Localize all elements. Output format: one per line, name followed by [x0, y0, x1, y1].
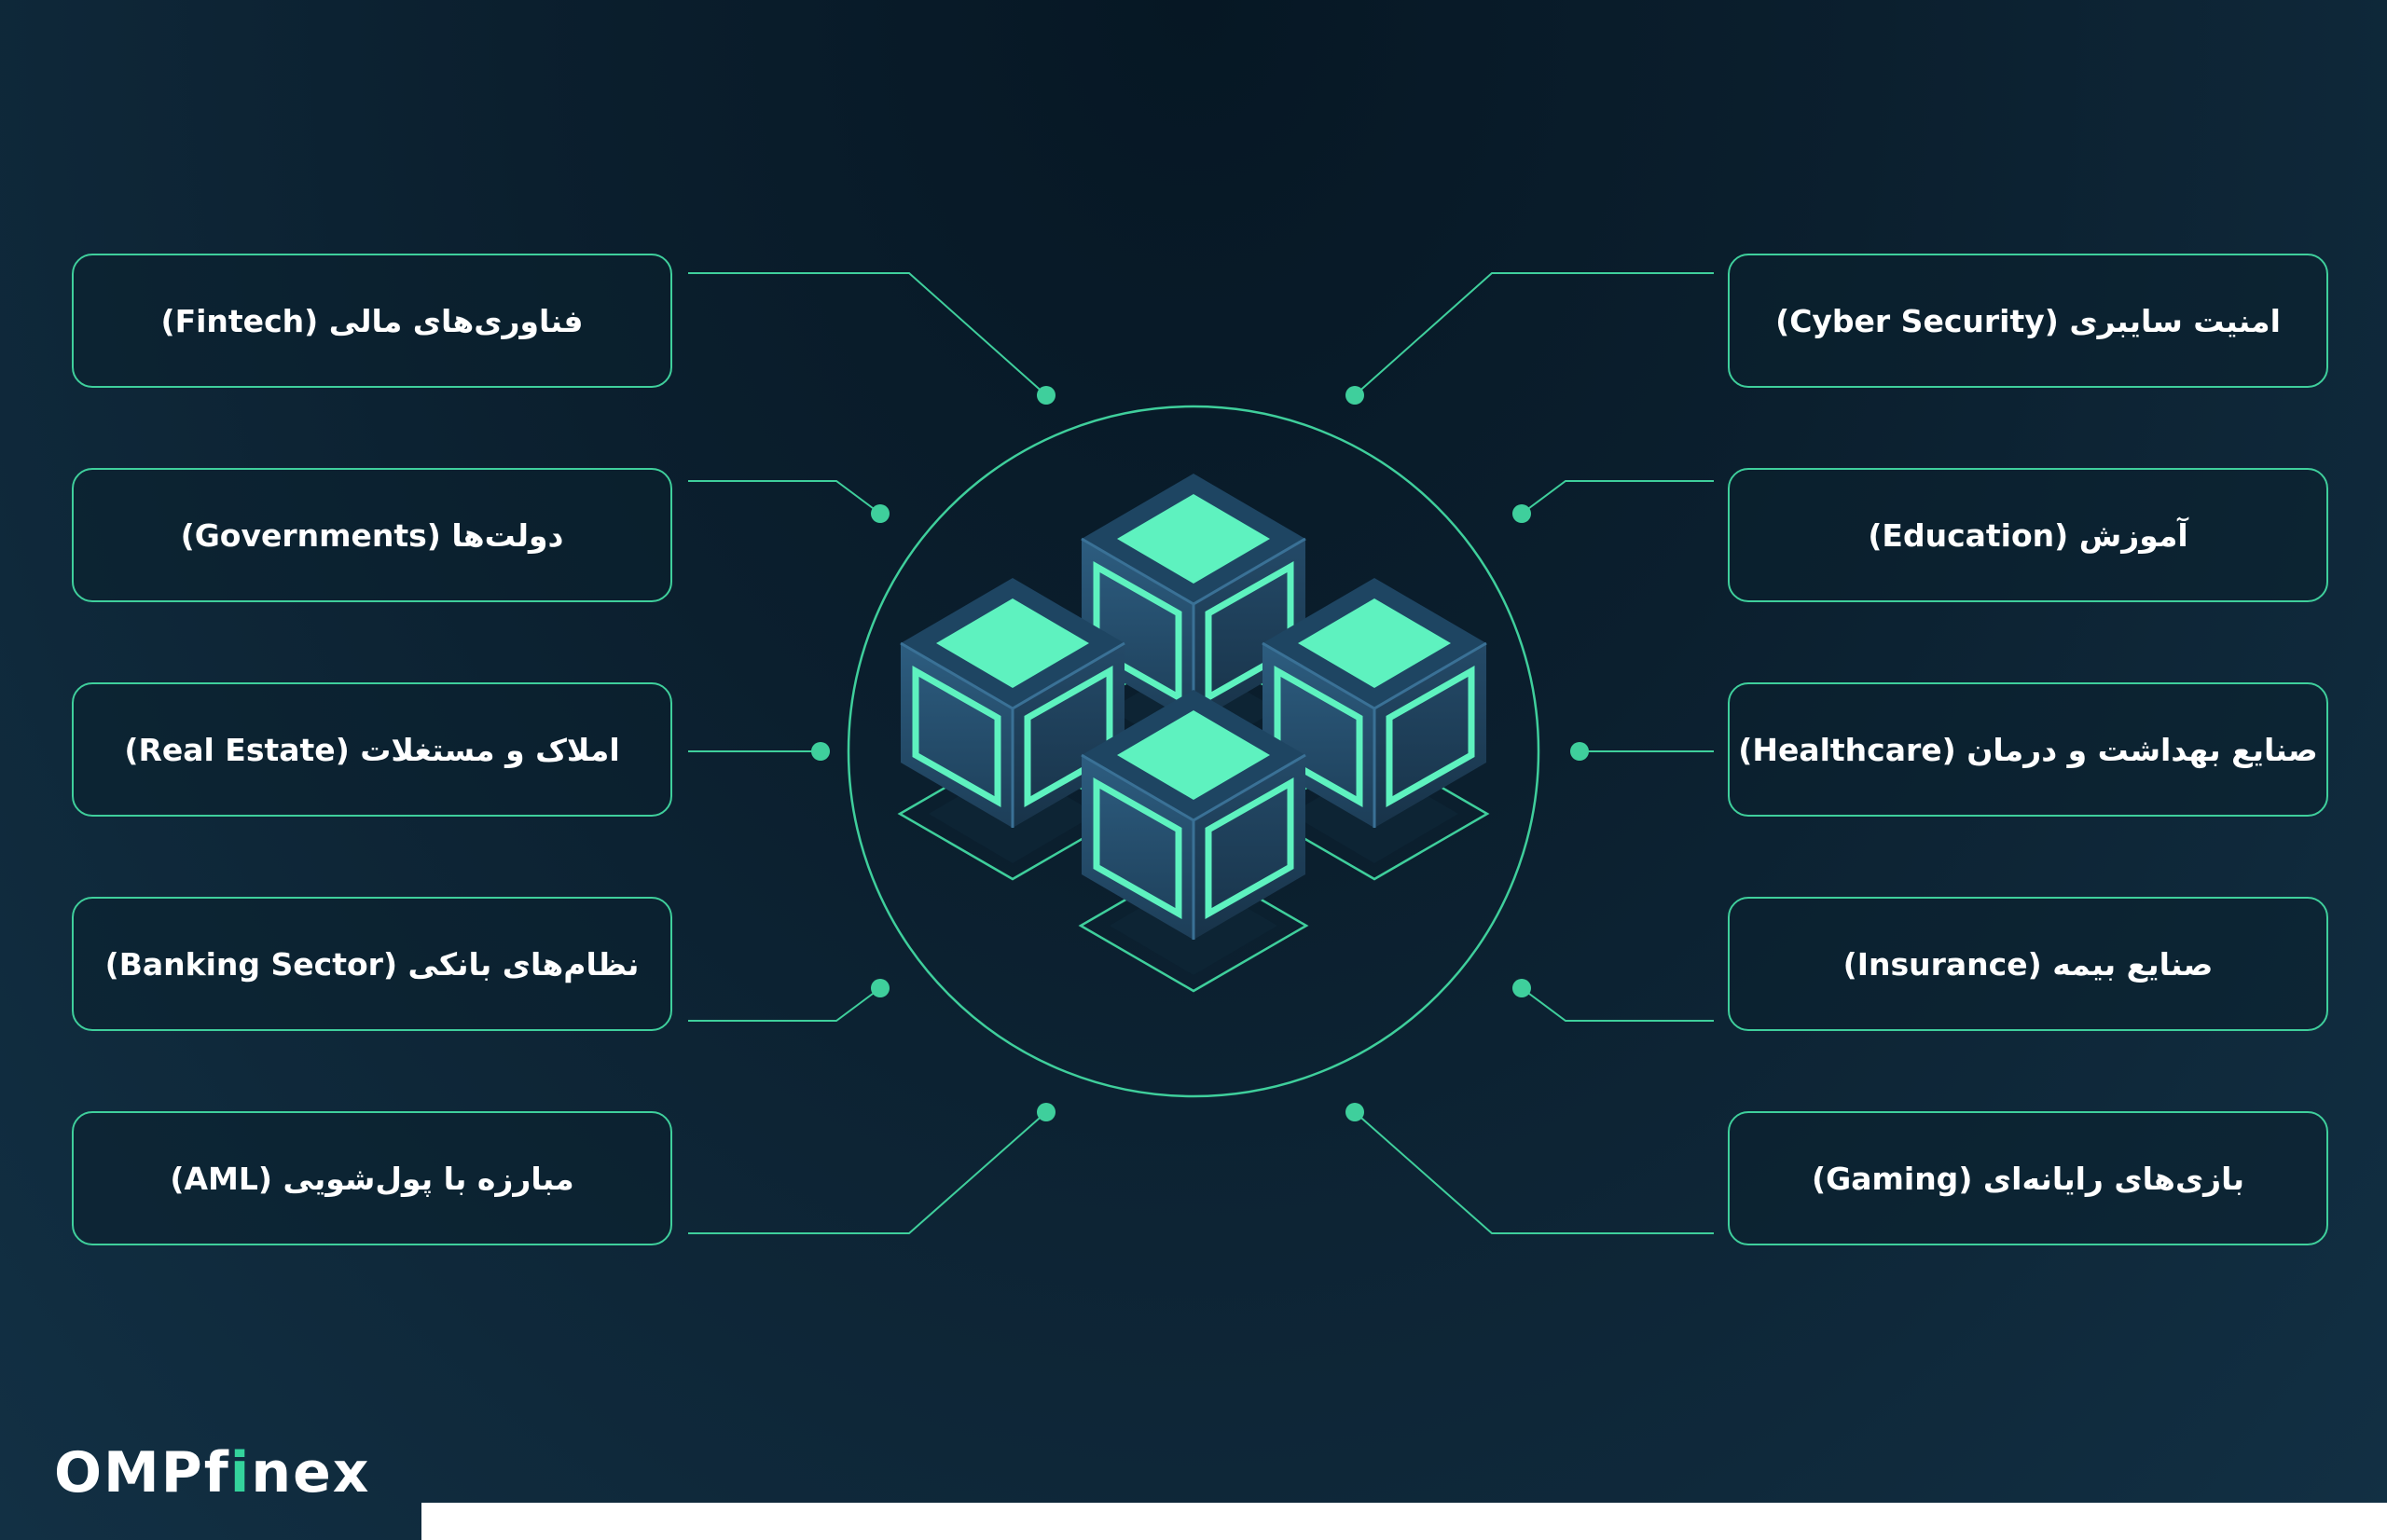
connector-banking — [688, 987, 881, 1022]
connector-gaming — [1354, 1111, 1714, 1234]
connector-dot — [871, 979, 890, 997]
node-real-estate: املاک و مستغلات (Real Estate) — [72, 682, 672, 817]
node-label: مبارزه با پول‌شویی (AML) — [170, 1160, 574, 1197]
connector-cyber — [1354, 272, 1714, 396]
bottom-white-strip — [421, 1503, 2387, 1540]
connector-dot — [1512, 504, 1531, 523]
connector-dot — [1345, 1103, 1364, 1121]
node-label: صنایع بهداشت و درمان (Healthcare) — [1738, 731, 2318, 768]
node-label: نظام‌های بانکی (Banking Sector) — [104, 945, 640, 983]
node-insurance: صنایع بیمه (Insurance) — [1728, 897, 2328, 1031]
node-label: امنیت سایبری (Cyber Security) — [1775, 302, 2281, 339]
brand-logo-nex: nex — [251, 1440, 371, 1506]
central-circle — [847, 405, 1540, 1098]
node-gaming: بازی‌های رایانه‌ای (Gaming) — [1728, 1111, 2328, 1245]
node-label: دولت‌ها (Governments) — [180, 516, 564, 554]
node-cyber-security: امنیت سایبری (Cyber Security) — [1728, 254, 2328, 388]
node-label: املاک و مستغلات (Real Estate) — [124, 731, 620, 768]
node-healthcare: صنایع بهداشت و درمان (Healthcare) — [1728, 682, 2328, 817]
connector-governments — [688, 480, 881, 515]
node-label: فناوری‌های مالی (Fintech) — [160, 302, 584, 339]
connector-fintech — [688, 272, 1047, 396]
connector-dot — [871, 504, 890, 523]
brand-logo-f: f — [203, 1440, 230, 1506]
brand-logo-i: i — [229, 1440, 252, 1506]
connector-dot — [1037, 386, 1056, 405]
connector-dot — [1037, 1103, 1056, 1121]
node-education: آموزش (Education) — [1728, 468, 2328, 602]
node-label: بازی‌های رایانه‌ای (Gaming) — [1812, 1160, 2244, 1197]
node-fintech: فناوری‌های مالی (Fintech) — [72, 254, 672, 388]
connector-aml — [688, 1111, 1047, 1234]
brand-logo: OMPfinex — [54, 1440, 370, 1506]
blockchain-cubes-icon — [900, 474, 1487, 991]
connector-dot — [1345, 386, 1364, 405]
connector-education — [1521, 480, 1714, 515]
node-aml: مبارزه با پول‌شویی (AML) — [72, 1111, 672, 1245]
node-banking-sector: نظام‌های بانکی (Banking Sector) — [72, 897, 672, 1031]
connector-dot — [1570, 742, 1589, 761]
node-governments: دولت‌ها (Governments) — [72, 468, 672, 602]
connector-dot — [1512, 979, 1531, 997]
brand-logo-omp: OMP — [54, 1440, 204, 1506]
node-label: صنایع بیمه (Insurance) — [1842, 945, 2214, 983]
connector-dot — [811, 742, 830, 761]
connector-insurance — [1521, 987, 1714, 1022]
node-label: آموزش (Education) — [1868, 516, 2188, 554]
